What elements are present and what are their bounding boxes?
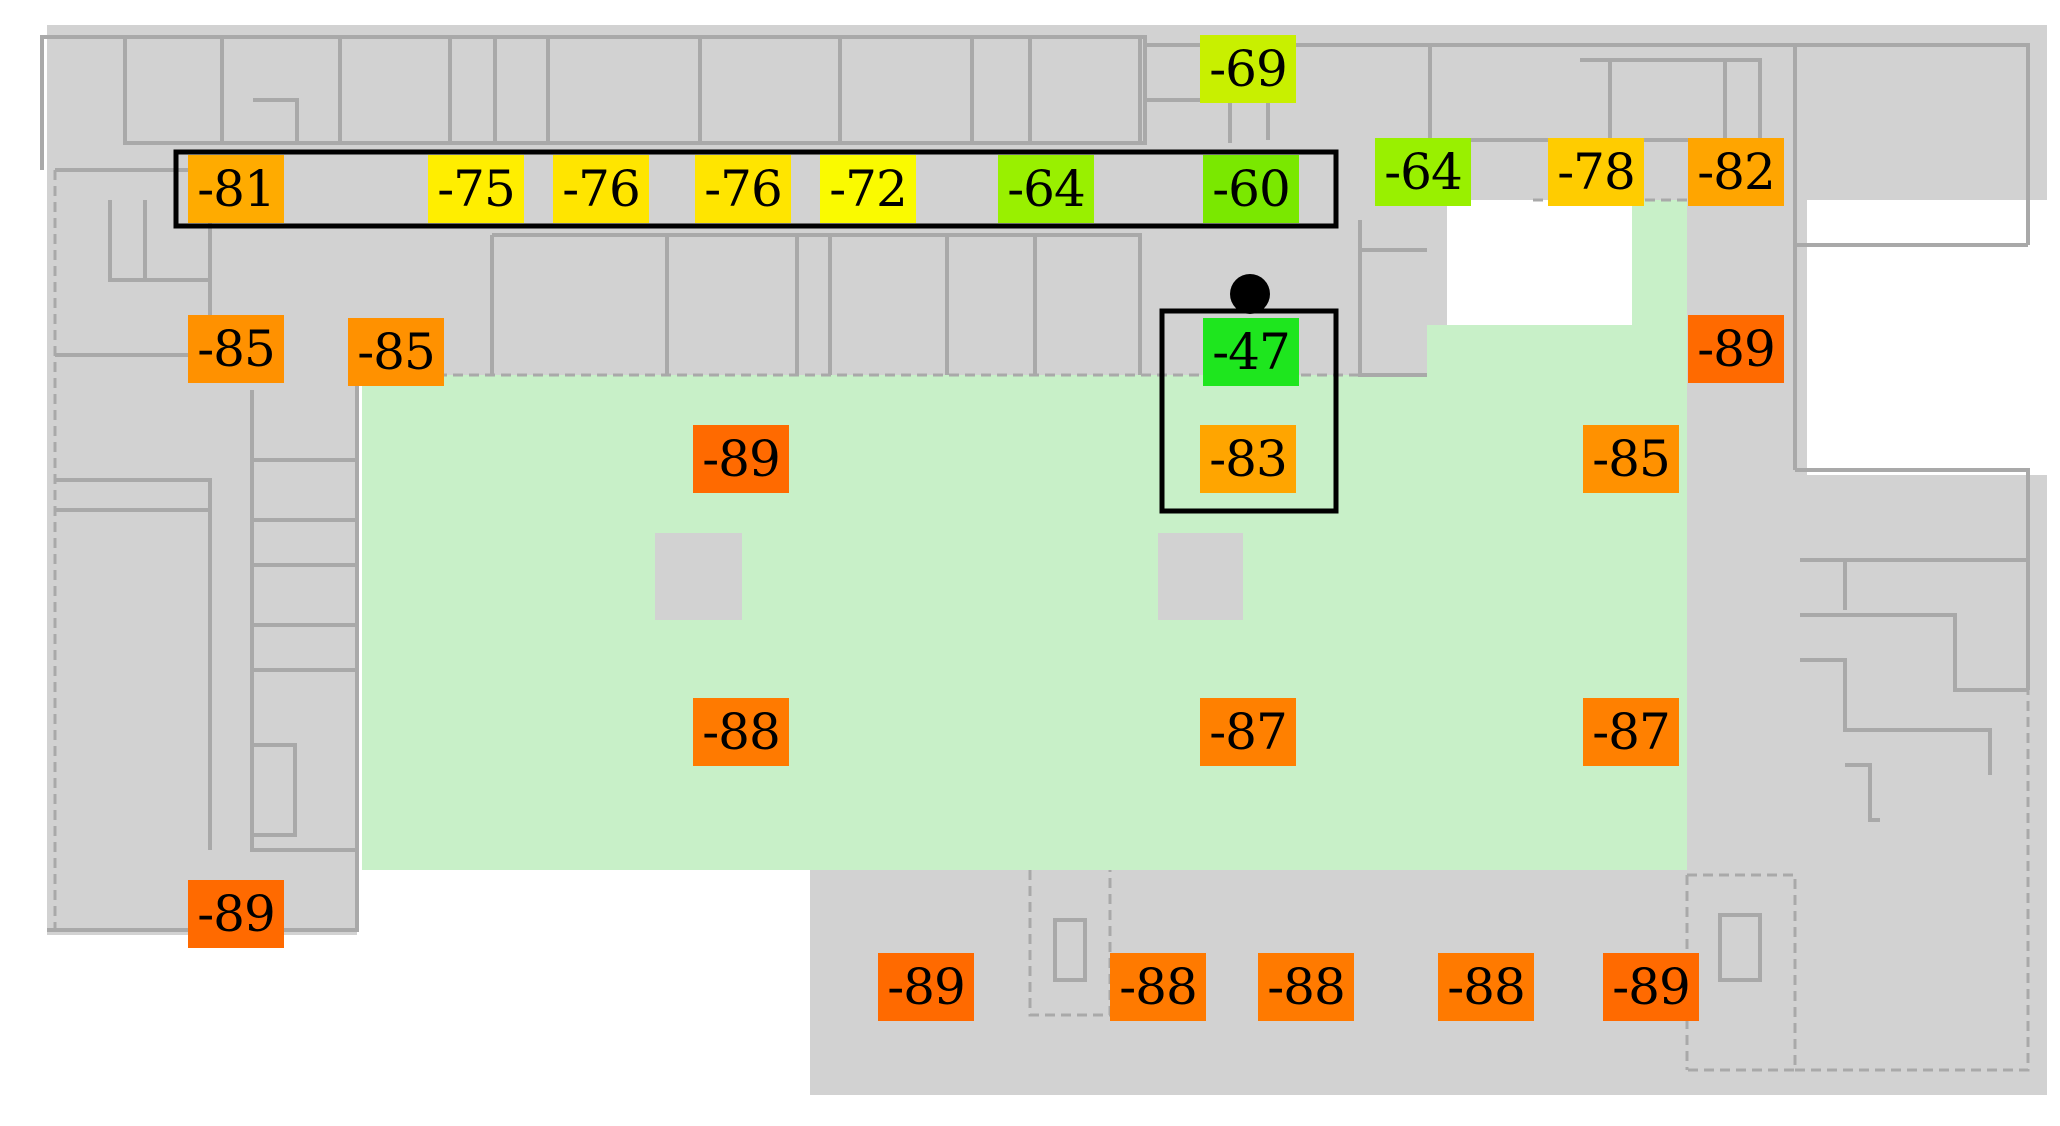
reading-label: -87 — [1200, 698, 1296, 766]
reading-label: -88 — [693, 698, 789, 766]
reading-value: -89 — [1612, 958, 1691, 1016]
reading-label: -72 — [820, 155, 916, 223]
reading-value: -88 — [1119, 958, 1198, 1016]
reading-value: -78 — [1557, 143, 1636, 201]
pillar — [1158, 533, 1243, 620]
reading-value: -88 — [702, 703, 781, 761]
reading-value: -82 — [1697, 143, 1776, 201]
walls — [40, 35, 2030, 982]
reading-value: -89 — [887, 958, 966, 1016]
reading-label: -83 — [1200, 425, 1296, 493]
reading-value: -85 — [1592, 430, 1671, 488]
reading-value: -72 — [829, 160, 908, 218]
reading-value: -85 — [197, 320, 276, 378]
reading-value: -64 — [1384, 143, 1463, 201]
reading-value: -88 — [1447, 958, 1526, 1016]
reading-value: -89 — [197, 885, 276, 943]
reading-value: -89 — [1697, 320, 1776, 378]
reading-label: -87 — [1583, 698, 1679, 766]
dashed-partitions — [53, 170, 2030, 1072]
reading-label: -89 — [188, 880, 284, 948]
reading-label: -60 — [1203, 155, 1299, 223]
reading-value: -88 — [1267, 958, 1346, 1016]
building-footprint — [47, 25, 2047, 1095]
reading-label: -64 — [998, 155, 1094, 223]
reading-value: -81 — [197, 160, 276, 218]
reading-value: -87 — [1209, 703, 1288, 761]
reading-label: -89 — [693, 425, 789, 493]
reading-label: -76 — [695, 155, 791, 223]
reading-value: -60 — [1212, 160, 1291, 218]
pillar — [655, 533, 742, 620]
reading-value: -83 — [1209, 430, 1288, 488]
reading-label: -64 — [1375, 138, 1471, 206]
reading-label: -85 — [1583, 425, 1679, 493]
reading-value: -75 — [437, 160, 516, 218]
corridor-highlight-box — [173, 149, 1339, 229]
reading-label: -88 — [1258, 953, 1354, 1021]
reading-label: -85 — [188, 315, 284, 383]
access-point-marker-icon — [1230, 274, 1270, 314]
reading-label: -89 — [1688, 315, 1784, 383]
reading-label: -82 — [1688, 138, 1784, 206]
reading-label: -47 — [1203, 318, 1299, 386]
reading-label: -69 — [1200, 35, 1296, 103]
reading-value: -76 — [562, 160, 641, 218]
reading-label: -85 — [348, 318, 444, 386]
reading-label: -89 — [1603, 953, 1699, 1021]
reading-value: -89 — [702, 430, 781, 488]
reading-label: -81 — [188, 155, 284, 223]
reading-label: -88 — [1110, 953, 1206, 1021]
reading-label: -89 — [878, 953, 974, 1021]
reading-value: -85 — [357, 323, 436, 381]
reading-label: -75 — [428, 155, 524, 223]
reading-label: -78 — [1548, 138, 1644, 206]
reading-value: -87 — [1592, 703, 1671, 761]
reading-label: -88 — [1438, 953, 1534, 1021]
reading-value: -64 — [1007, 160, 1086, 218]
reading-value: -69 — [1209, 40, 1288, 98]
reading-value: -76 — [704, 160, 783, 218]
reading-label: -76 — [553, 155, 649, 223]
reading-value: -47 — [1212, 323, 1291, 381]
